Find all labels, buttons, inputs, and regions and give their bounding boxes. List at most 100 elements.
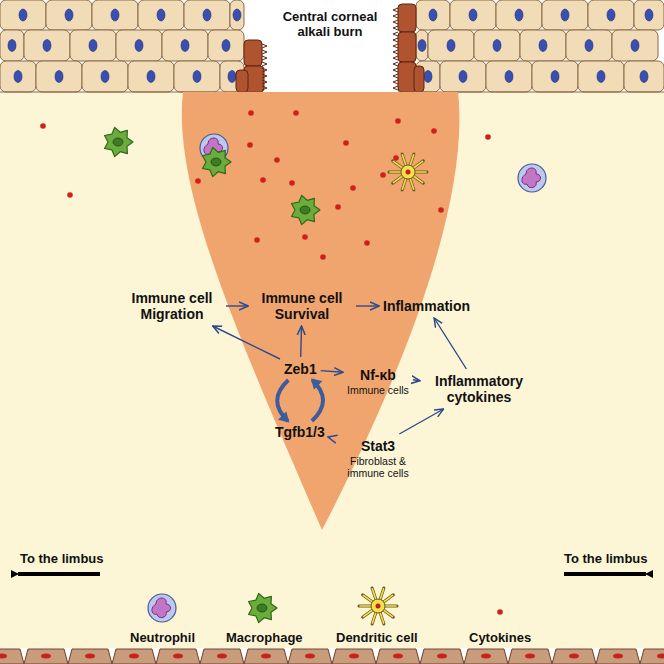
wound-edge-cell <box>398 32 416 62</box>
microvilli <box>262 44 267 48</box>
cytokine-dot <box>350 185 356 191</box>
term-label: Stat3 <box>332 438 424 454</box>
nucleus <box>515 9 523 21</box>
epithelial-cell <box>0 30 24 61</box>
cytokine-dot <box>254 237 260 243</box>
epithelial-cell <box>474 30 520 61</box>
microvilli <box>262 62 267 66</box>
pathway-arrow <box>300 326 302 357</box>
endothelial-cell <box>24 649 68 664</box>
dendritic-cell-icon <box>359 588 397 624</box>
epithelial-cell <box>128 61 174 92</box>
nucleus <box>305 654 315 659</box>
nucleus <box>597 71 605 83</box>
epithelial-cell <box>532 61 578 92</box>
microvilli <box>393 68 398 72</box>
limbus-arrow <box>18 572 100 576</box>
nucleus <box>233 9 241 21</box>
microvilli <box>262 68 267 72</box>
wound-edge-cell <box>414 66 424 92</box>
microvilli <box>393 44 398 48</box>
pathway-arrow <box>434 318 466 369</box>
nucleus <box>640 71 648 83</box>
term-label: Immune cell Survival <box>252 290 352 322</box>
pathway-arrow <box>399 409 443 434</box>
epithelium <box>0 0 664 92</box>
epithelial-cell <box>0 0 46 30</box>
cytokine-dot <box>431 128 437 134</box>
nucleus <box>228 71 236 83</box>
nucleus <box>349 654 359 659</box>
microvilli <box>393 26 398 30</box>
endothelial-cell <box>156 649 200 664</box>
term-node: Inflammation <box>383 298 470 314</box>
epithelial-cell <box>566 30 612 61</box>
epithelial-cell <box>440 61 486 92</box>
nucleus <box>551 71 559 83</box>
nucleus <box>469 9 477 21</box>
cytokine-dot <box>393 155 399 161</box>
nucleus <box>505 71 513 83</box>
endothelial-cell <box>376 649 420 664</box>
endothelial-cell <box>244 649 288 664</box>
epithelial-cell <box>116 30 162 61</box>
nucleus <box>55 71 63 83</box>
cytokine-dot <box>380 172 386 178</box>
nucleus <box>14 71 22 83</box>
pathway-arrow <box>327 436 329 438</box>
nucleus <box>0 654 7 659</box>
nucleus <box>43 40 51 52</box>
epithelial-cell <box>450 0 496 30</box>
epithelial-cell <box>624 61 664 92</box>
endothelial-cell <box>68 649 112 664</box>
epithelial-cell <box>82 61 128 92</box>
endothelial-cell <box>596 649 640 664</box>
cytokine-dot <box>195 178 201 184</box>
microvilli <box>262 80 267 84</box>
nucleus <box>569 654 579 659</box>
nucleus <box>539 40 547 52</box>
nucleus <box>157 9 165 21</box>
cell-type-note: Fibroblast & immune cells <box>332 455 424 479</box>
term-label: Zeb1 <box>284 361 317 377</box>
macrophage-icon <box>249 593 278 622</box>
pathway-arrow <box>226 305 248 306</box>
term-label: Inflammatory cytokines <box>424 373 534 405</box>
epithelial-cell <box>70 30 116 61</box>
epithelial-cell <box>0 61 36 92</box>
epithelial-cell <box>428 30 474 61</box>
nucleus <box>19 9 27 21</box>
cytokine-dot <box>289 180 295 186</box>
nucleus <box>203 9 211 21</box>
epithelial-cell <box>174 61 220 92</box>
term-label: Inflammation <box>383 298 470 314</box>
direction-label: To the limbus <box>20 551 104 566</box>
cytokine-dot <box>67 192 73 198</box>
term-node: Nf-κbImmune cells <box>347 367 409 396</box>
neutrophil-icon <box>148 594 176 622</box>
epithelial-cell <box>46 0 92 30</box>
term-node: Zeb1 <box>284 361 317 377</box>
cytokine-dot <box>320 254 326 260</box>
nucleus <box>657 654 664 659</box>
feedback-arrow <box>277 380 288 421</box>
pathway-arrow <box>413 380 420 381</box>
epithelial-cell <box>24 30 70 61</box>
nucleus <box>437 654 447 659</box>
epithelial-cell <box>162 30 208 61</box>
epithelial-cell <box>416 0 450 30</box>
cytokine-dot <box>343 140 349 146</box>
epithelial-cell <box>230 0 244 30</box>
microvilli <box>393 56 398 60</box>
epithelial-cell <box>486 61 532 92</box>
nucleus <box>129 654 139 659</box>
microvilli <box>393 8 398 12</box>
microvilli <box>393 80 398 84</box>
term-node: Stat3Fibroblast & immune cells <box>332 438 424 479</box>
endothelial-cell <box>640 649 664 664</box>
cytokine-dot <box>274 157 280 163</box>
nucleus <box>429 9 437 21</box>
microvilli <box>393 32 398 36</box>
epithelial-cell <box>138 0 184 30</box>
